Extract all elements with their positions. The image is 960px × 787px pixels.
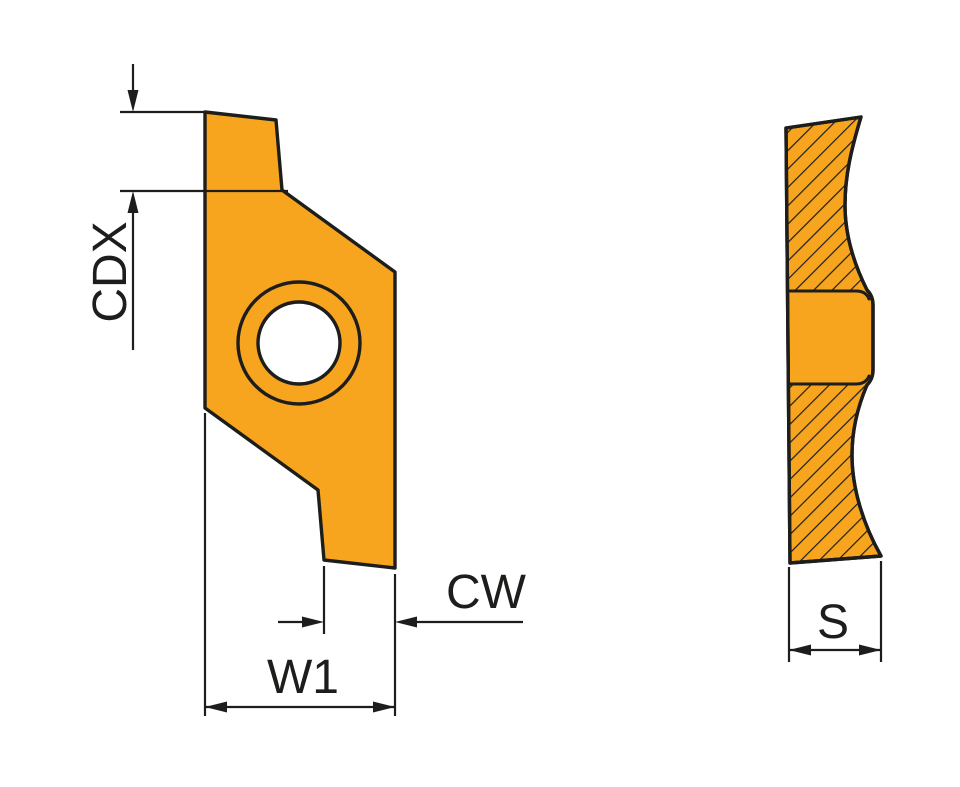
side-view [784,115,883,565]
w1-label: W1 [267,651,339,704]
w1-arrowhead-right [373,701,395,713]
dimension-cw: CW [278,566,527,634]
hole-section-top-line [787,289,871,301]
dimension-w1: W1 [203,413,397,716]
hole-bore-circle [256,300,342,386]
insert-side-outline-overlay [784,115,883,565]
cw-arrowhead-right [395,616,417,628]
s-arrowhead-left [789,644,811,656]
hole-section-bottom-line [787,374,871,386]
w1-arrowhead-left [205,701,227,713]
hatch-region-bottom [789,384,880,562]
dimension-s: S [787,561,883,662]
dimension-cdx: CDX [84,64,288,350]
cdx-arrowhead-up [127,191,139,213]
s-arrowhead-right [859,644,881,656]
cw-arrowhead-left [302,616,324,628]
cdx-arrowhead-down [127,90,139,112]
s-label: S [817,596,849,649]
front-view [203,110,397,570]
hatch-region-top [787,118,868,291]
cdx-label: CDX [84,221,137,322]
cw-label: CW [446,566,527,619]
